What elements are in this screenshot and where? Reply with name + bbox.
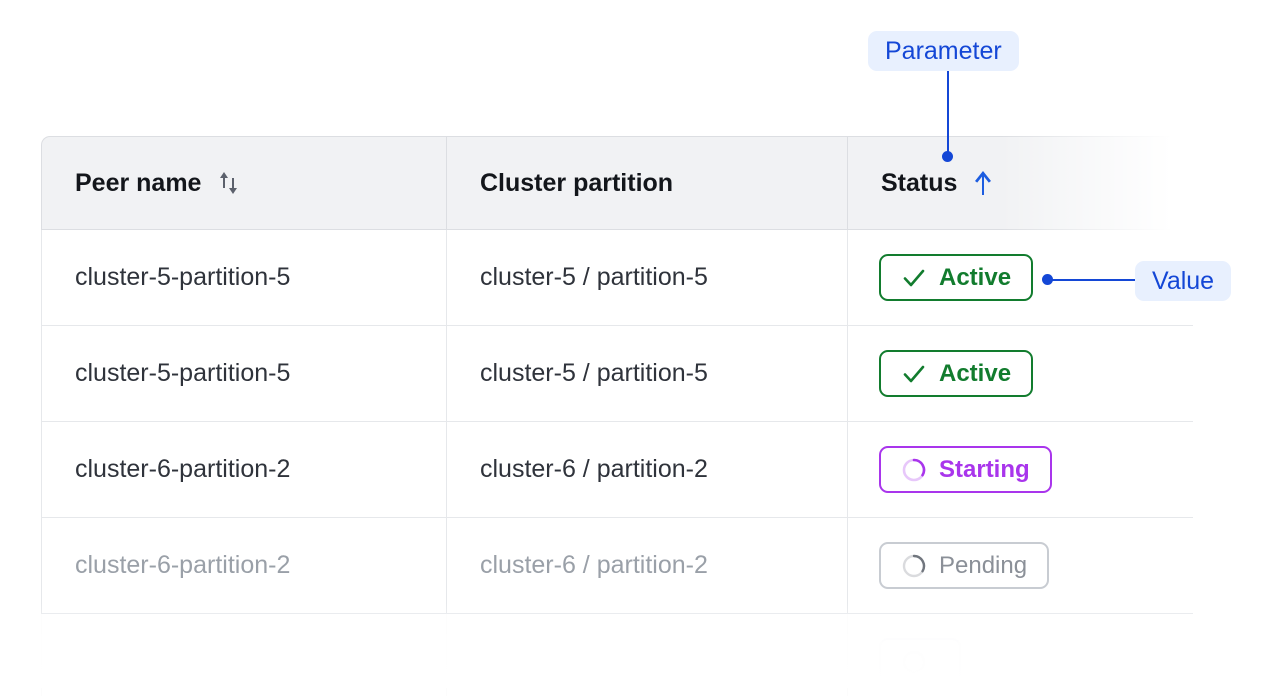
cell-cluster-partition: cluster-5 / partition-5 xyxy=(446,326,847,422)
cell-peer-name: cluster-6-partition-2 xyxy=(41,518,446,614)
cell-cluster-partition: cluster-5 / partition-5 xyxy=(446,230,847,326)
status-badge: Pending xyxy=(879,542,1050,589)
annotation-pill-value: Value xyxy=(1135,261,1232,301)
cell-status: Pending xyxy=(847,518,1193,614)
annotation-dot-value xyxy=(1042,274,1053,285)
column-header-status[interactable]: Status xyxy=(847,136,1193,230)
status-badge-label: Starting xyxy=(939,455,1030,483)
spinner-icon xyxy=(901,649,927,675)
table-row[interactable]: cluster-6-partition-2 cluster-6 / partit… xyxy=(41,422,1193,518)
cell-peer-name: cluster-6-partition-2 xyxy=(41,422,446,518)
table-row[interactable]: cluster-5-partition-5 cluster-5 / partit… xyxy=(41,230,1193,326)
status-badge-label: Active xyxy=(939,263,1012,291)
annotation-dot-parameter xyxy=(942,151,953,162)
status-badge-label: Active xyxy=(939,359,1012,387)
peers-table-container: Peer name Cluster pa xyxy=(41,136,1193,696)
table-header-row: Peer name Cluster pa xyxy=(41,136,1193,230)
table-row[interactable] xyxy=(41,614,1193,696)
status-badge: Active xyxy=(879,254,1034,301)
cell-cluster-partition: cluster-6 / partition-2 xyxy=(446,518,847,614)
cell-peer-name xyxy=(41,614,446,696)
table-body: cluster-5-partition-5 cluster-5 / partit… xyxy=(41,230,1193,696)
check-icon xyxy=(901,265,927,291)
peers-table: Peer name Cluster pa xyxy=(41,136,1193,696)
annotation-connector-value xyxy=(1048,279,1136,281)
cell-status: Starting xyxy=(847,422,1193,518)
column-header-status-label: Status xyxy=(881,168,958,197)
sort-both-icon[interactable] xyxy=(215,168,241,198)
table-row[interactable]: cluster-6-partition-2 cluster-6 / partit… xyxy=(41,518,1193,614)
spinner-icon xyxy=(901,553,927,579)
spinner-icon xyxy=(901,457,927,483)
cell-cluster-partition: cluster-6 / partition-2 xyxy=(446,422,847,518)
table-row[interactable]: cluster-5-partition-5 cluster-5 / partit… xyxy=(41,326,1193,422)
table-header: Peer name Cluster pa xyxy=(41,136,1193,230)
cell-status xyxy=(847,614,1193,696)
column-header-cluster-partition[interactable]: Cluster partition xyxy=(446,136,847,230)
cell-cluster-partition xyxy=(446,614,847,696)
annotation-connector-parameter xyxy=(947,71,949,157)
status-badge: Starting xyxy=(879,446,1052,493)
status-badge xyxy=(879,638,961,685)
status-badge: Active xyxy=(879,350,1034,397)
column-header-peer-name-label: Peer name xyxy=(75,168,202,197)
sort-ascending-arrow-icon[interactable] xyxy=(971,168,995,198)
cell-status: Active xyxy=(847,326,1193,422)
column-header-cluster-partition-label: Cluster partition xyxy=(480,168,674,197)
column-header-peer-name[interactable]: Peer name xyxy=(41,136,446,230)
annotation-pill-parameter: Parameter xyxy=(868,31,1019,71)
cell-peer-name: cluster-5-partition-5 xyxy=(41,230,446,326)
status-badge-label: Pending xyxy=(939,551,1028,579)
check-icon xyxy=(901,361,927,387)
cell-peer-name: cluster-5-partition-5 xyxy=(41,326,446,422)
